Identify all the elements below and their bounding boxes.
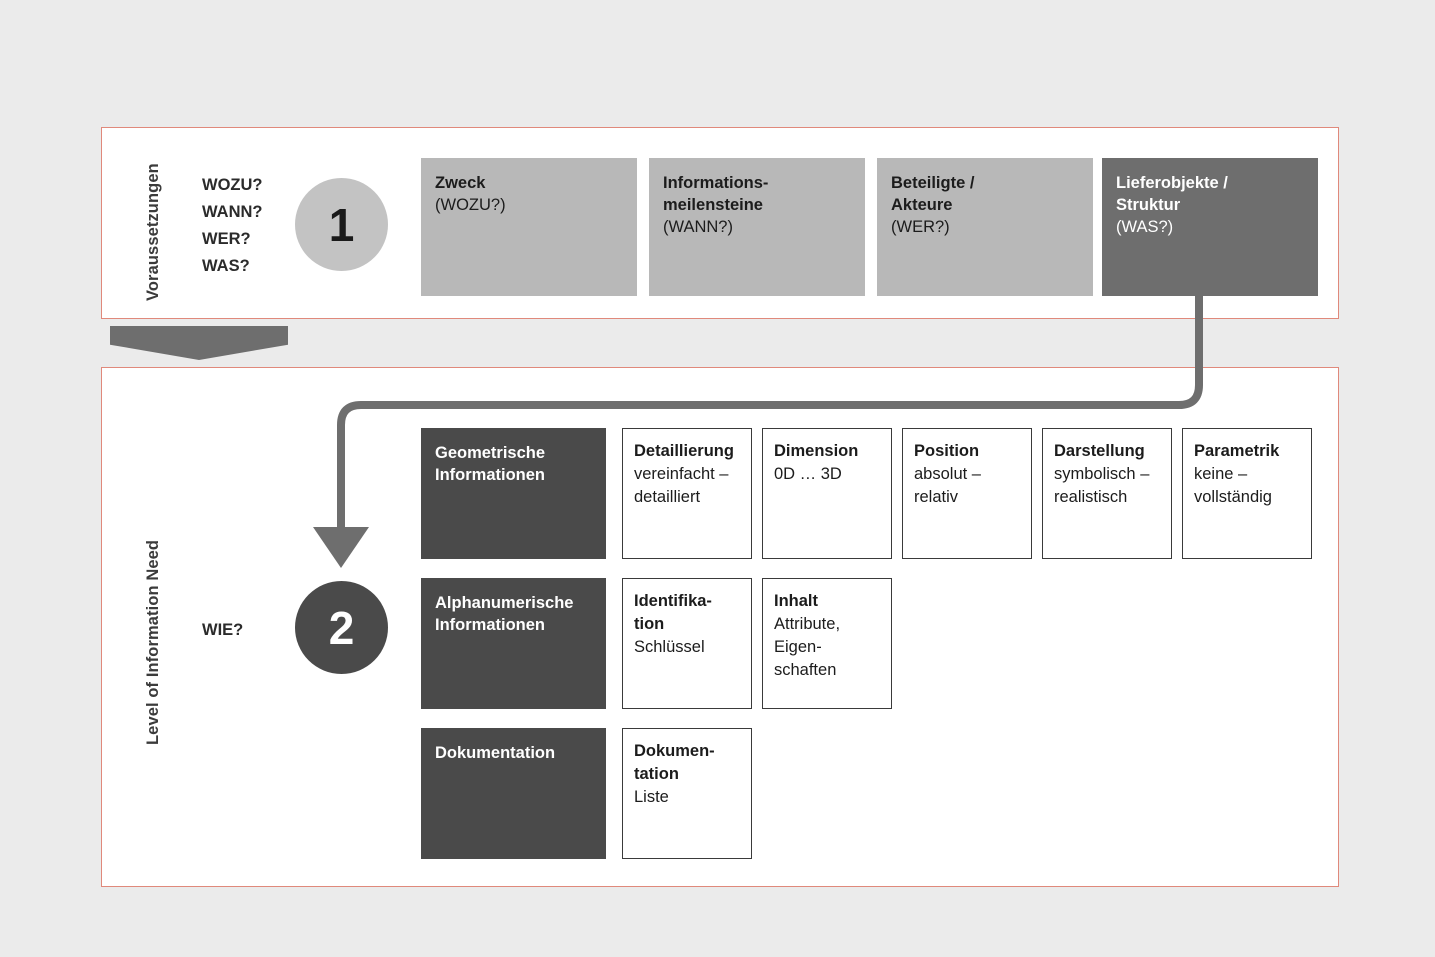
attribute-dimension[interactable]: Dimension 0D … 3D [762, 428, 892, 559]
chevron-down-icon [110, 326, 288, 360]
step-circle-2: 2 [295, 581, 388, 674]
panel-lod-side-label: Level of Information Need [144, 539, 162, 745]
card-informationsmeilensteine-sub: (WANN?) [663, 218, 733, 236]
step-circle-1: 1 [295, 178, 388, 271]
attribute-position-sub: absolut – relativ [914, 465, 981, 506]
card-beteiligte-akteure[interactable]: Beteiligte / Akteure (WER?) [877, 158, 1093, 296]
attribute-inhalt-title: Inhalt [774, 592, 818, 610]
attribute-inhalt-sub: Attribute, Eigen- schaften [774, 615, 841, 679]
category-geometrische-informationen[interactable]: Geometrische Informationen [421, 428, 606, 559]
category-dokumentation[interactable]: Dokumentation [421, 728, 606, 859]
attribute-dokumentation[interactable]: Dokumen- tation Liste [622, 728, 752, 859]
attribute-dimension-title: Dimension [774, 442, 859, 460]
card-lieferobjekte-struktur[interactable]: Lieferobjekte / Struktur (WAS?) [1102, 158, 1318, 296]
card-beteiligte-akteure-title: Beteiligte / Akteure [891, 174, 975, 214]
card-zweck-sub: (WOZU?) [435, 196, 506, 214]
attribute-dimension-sub: 0D … 3D [774, 465, 842, 483]
attribute-parametrik-sub: keine – vollständig [1194, 465, 1272, 506]
attribute-position[interactable]: Position absolut – relativ [902, 428, 1032, 559]
attribute-darstellung[interactable]: Darstellung symbolisch – realistisch [1042, 428, 1172, 559]
card-lieferobjekte-struktur-title: Lieferobjekte / Struktur [1116, 174, 1228, 214]
attribute-darstellung-title: Darstellung [1054, 442, 1145, 460]
card-informationsmeilensteine-title: Informations- meilensteine [663, 174, 769, 214]
attribute-detaillierung-sub: vereinfacht – detailliert [634, 465, 729, 506]
preconditions-question-list: WOZU? WANN? WER? WAS? [202, 176, 263, 275]
attribute-dokumentation-sub: Liste [634, 788, 669, 806]
attribute-dokumentation-title: Dokumen- tation [634, 742, 715, 783]
attribute-inhalt[interactable]: Inhalt Attribute, Eigen- schaften [762, 578, 892, 709]
category-alphanumerische-informationen[interactable]: Alphanumerische Informationen [421, 578, 606, 709]
card-informationsmeilensteine[interactable]: Informations- meilensteine (WANN?) [649, 158, 865, 296]
attribute-identifikation[interactable]: Identifika- tion Schlüssel [622, 578, 752, 709]
lod-question-wie: WIE? [202, 621, 244, 639]
attribute-detaillierung-title: Detaillierung [634, 442, 734, 460]
attribute-parametrik-title: Parametrik [1194, 442, 1280, 460]
card-zweck[interactable]: Zweck (WOZU?) [421, 158, 637, 296]
card-lieferobjekte-struktur-sub: (WAS?) [1116, 218, 1174, 236]
attribute-position-title: Position [914, 442, 980, 460]
attribute-identifikation-title: Identifika- tion [634, 592, 712, 633]
attribute-parametrik[interactable]: Parametrik keine – vollständig [1182, 428, 1312, 559]
attribute-identifikation-sub: Schlüssel [634, 638, 705, 656]
panel-preconditions-side-label: Voraussetzungen [144, 163, 162, 301]
attribute-detaillierung[interactable]: Detaillierung vereinfacht – detailliert [622, 428, 752, 559]
card-beteiligte-akteure-sub: (WER?) [891, 218, 950, 236]
card-zweck-title: Zweck [435, 174, 486, 192]
attribute-darstellung-sub: symbolisch – realistisch [1054, 465, 1150, 506]
